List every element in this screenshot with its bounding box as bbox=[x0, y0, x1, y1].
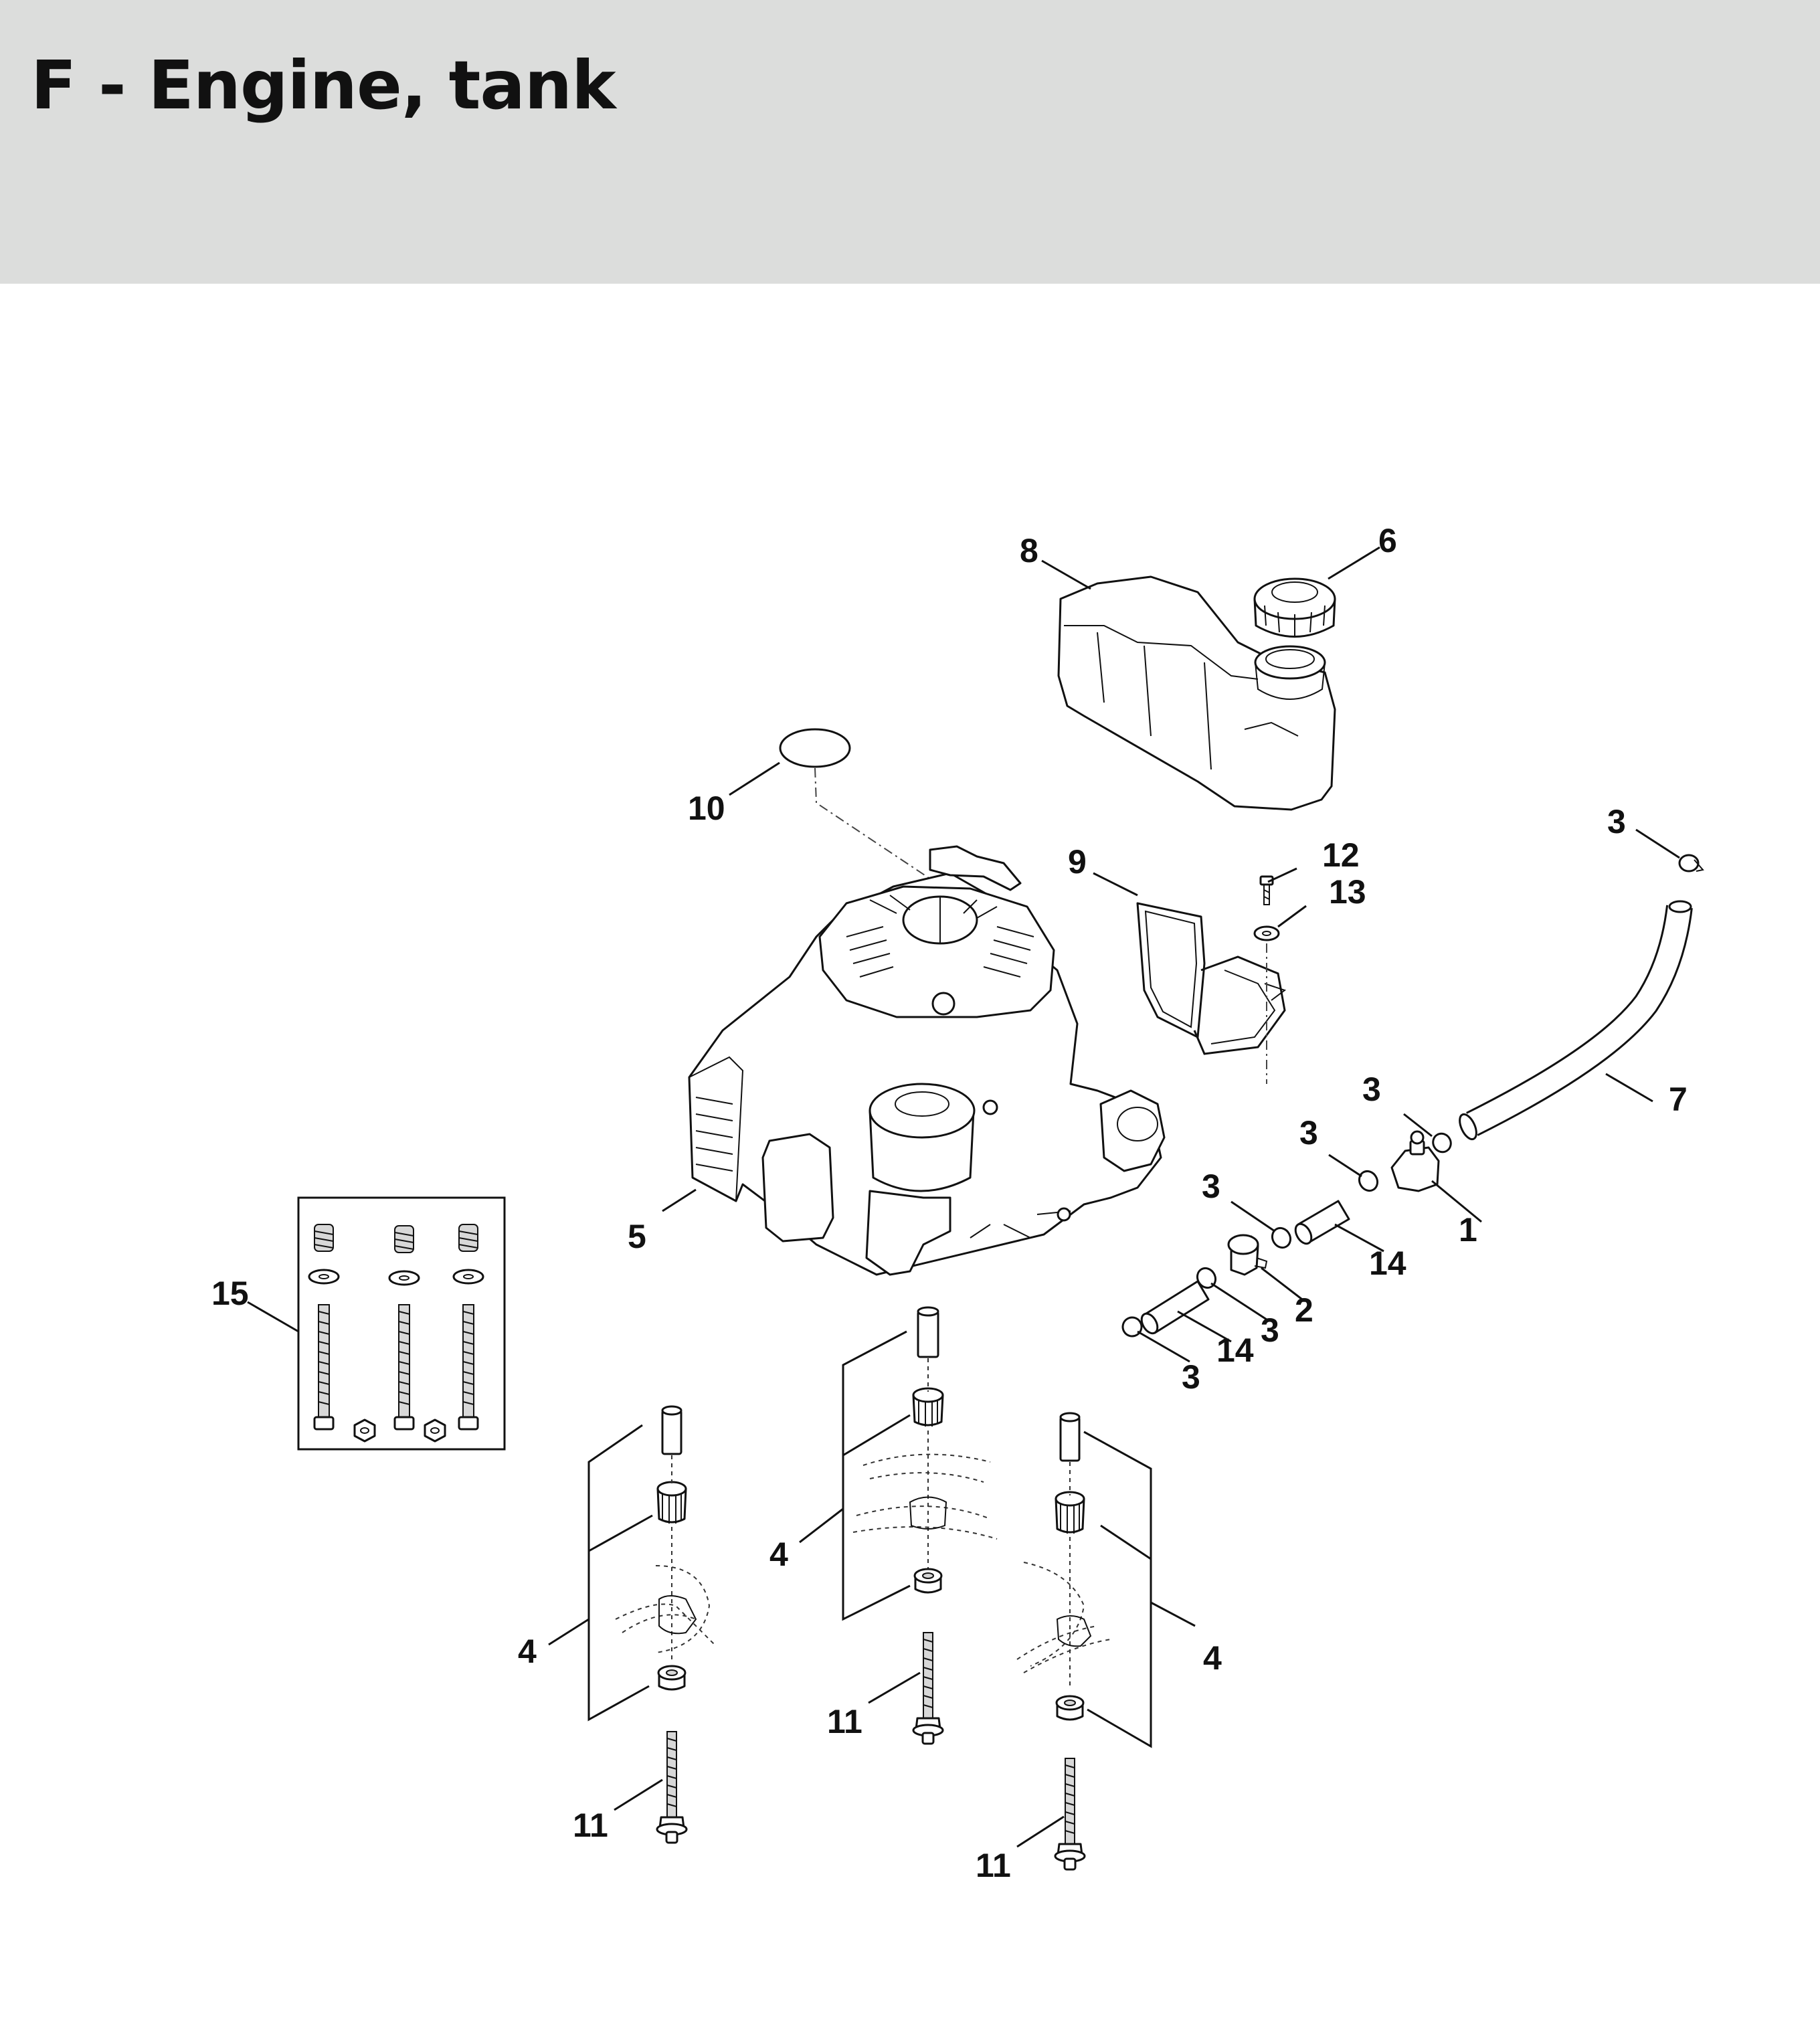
callout-label: 12 bbox=[1322, 836, 1360, 874]
callout-label: 10 bbox=[688, 790, 725, 827]
hose-clamp bbox=[1121, 1316, 1143, 1338]
callout-label: 2 bbox=[1295, 1291, 1313, 1329]
callout-label: 5 bbox=[628, 1218, 646, 1255]
callout-label: 4 bbox=[1203, 1639, 1222, 1677]
callout-label: 4 bbox=[518, 1633, 537, 1670]
callout-label: 1 bbox=[1459, 1211, 1477, 1249]
callout-label: 3 bbox=[1299, 1114, 1318, 1152]
mount-set-center bbox=[842, 1306, 998, 1745]
fuel-cap bbox=[1253, 577, 1336, 638]
callout-label: 9 bbox=[1068, 843, 1087, 881]
engine-seal-ring bbox=[779, 728, 851, 768]
hose-clamp bbox=[1271, 1226, 1292, 1249]
callout-label: 3 bbox=[1261, 1311, 1279, 1349]
guard-bracket bbox=[1136, 902, 1287, 1055]
mount-set-left bbox=[587, 1405, 717, 1844]
page-header: F - Engine, tank bbox=[0, 0, 1820, 284]
callout-label: 6 bbox=[1378, 522, 1397, 559]
page-title: F - Engine, tank bbox=[31, 46, 616, 124]
callout-label: 15 bbox=[211, 1275, 249, 1312]
callout-label: 3 bbox=[1607, 803, 1626, 840]
hose-piece bbox=[1140, 1280, 1210, 1335]
callout-label: 13 bbox=[1329, 873, 1366, 911]
callout-label: 4 bbox=[769, 1536, 788, 1573]
fuel-tank bbox=[1057, 575, 1336, 811]
leader-lines bbox=[247, 546, 1680, 1848]
callout-label: 3 bbox=[1202, 1168, 1220, 1205]
alignment-line-seal bbox=[814, 767, 937, 884]
callout-label: 3 bbox=[1182, 1358, 1200, 1396]
callout-label: 11 bbox=[976, 1847, 1011, 1884]
hose-clamp bbox=[1678, 854, 1704, 873]
callout-label: 11 bbox=[573, 1807, 608, 1844]
fuel-valve bbox=[1390, 1130, 1440, 1192]
callout-label: 8 bbox=[1020, 532, 1038, 569]
mount-set-right bbox=[1016, 1412, 1152, 1871]
hose-piece bbox=[1294, 1200, 1350, 1245]
callout-labels: 1 2 3 3 3 3 3 3 4 4 4 5 6 7 8 9 10 11 11… bbox=[211, 522, 1688, 1884]
callout-label: 11 bbox=[827, 1703, 862, 1740]
callout-label: 14 bbox=[1369, 1245, 1406, 1282]
washer bbox=[1253, 925, 1280, 941]
engine bbox=[688, 845, 1166, 1276]
callout-label: 3 bbox=[1362, 1071, 1381, 1108]
fuel-filter bbox=[1227, 1234, 1268, 1276]
bolt-kit-box bbox=[297, 1196, 506, 1451]
callout-label: 7 bbox=[1669, 1081, 1688, 1118]
callout-label: 14 bbox=[1216, 1332, 1254, 1369]
hose-clamp bbox=[1432, 1132, 1452, 1154]
hose-clamp bbox=[1358, 1170, 1379, 1192]
